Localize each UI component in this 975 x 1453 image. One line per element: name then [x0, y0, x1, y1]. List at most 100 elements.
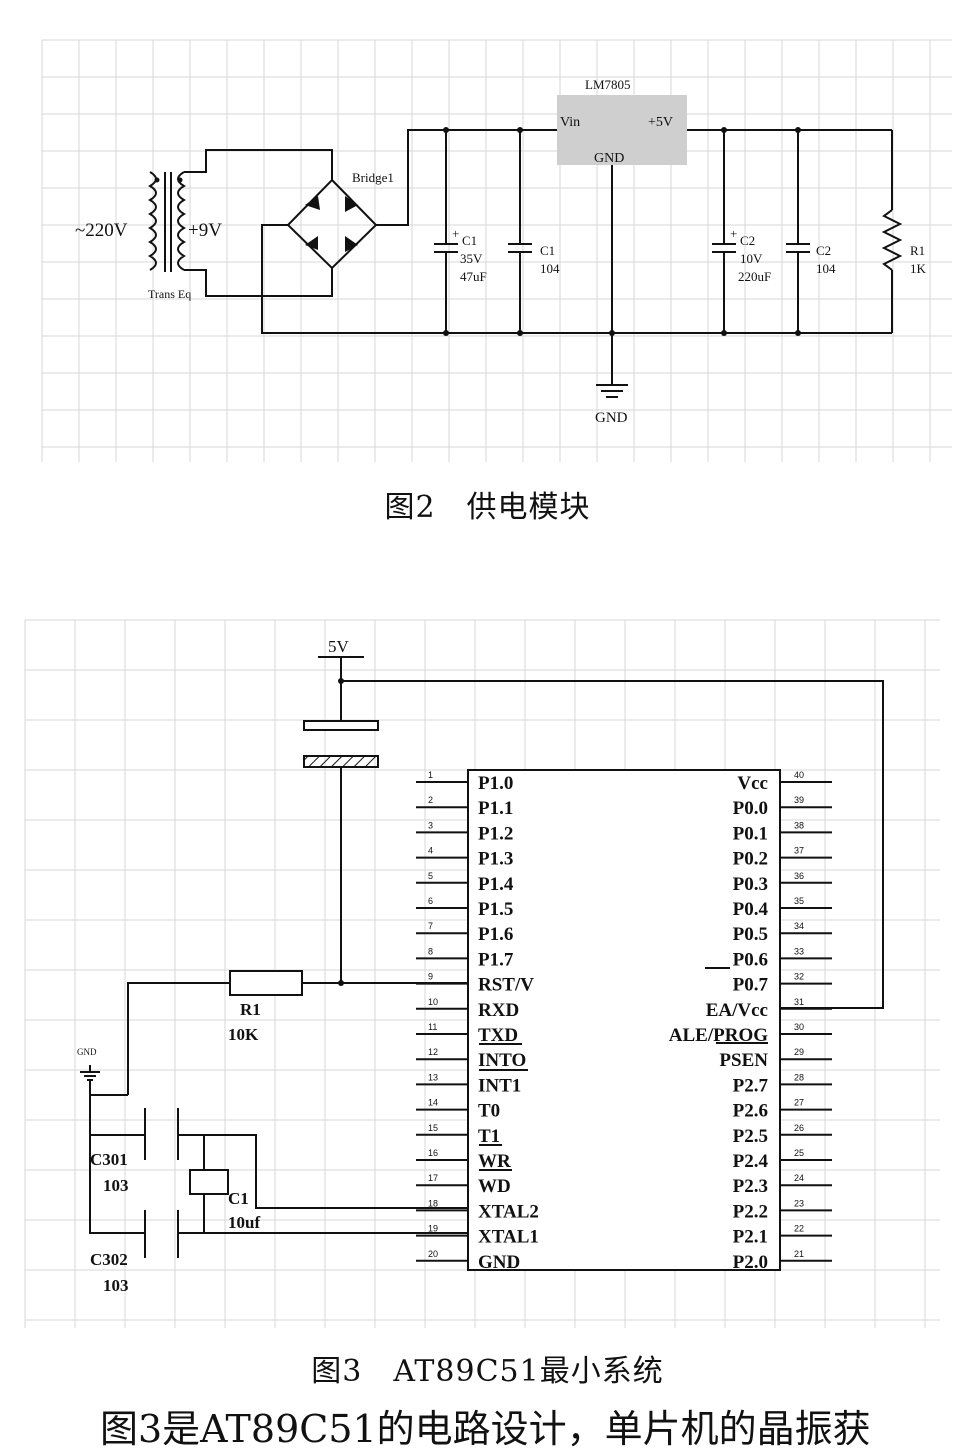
r1-value: 10K	[228, 1025, 259, 1044]
pin-number: 18	[428, 1198, 438, 1208]
pin-number: 23	[794, 1198, 804, 1208]
pin-number: 40	[794, 770, 804, 780]
pin-number: 4	[428, 846, 433, 856]
pin-number: 11	[428, 1022, 437, 1032]
figure3-caption: 图3 AT89C51最小系统	[311, 1354, 664, 1389]
at89c51-chip	[467, 769, 781, 1271]
pin-number: 35	[794, 896, 804, 906]
pin-number: 20	[428, 1249, 438, 1259]
pin-label: T1	[478, 1126, 500, 1147]
plus-sign: +	[730, 226, 737, 241]
pin-label: P1.4	[478, 874, 514, 895]
body-text: 图3是AT89C51的电路设计，单片机的晶振获	[100, 1407, 871, 1451]
pin-number: 26	[794, 1123, 804, 1133]
c2b-value: 104	[816, 261, 836, 276]
pin-number: 25	[794, 1148, 804, 1158]
pin-label: EA/Vcc	[706, 1000, 768, 1021]
pin-number: 2	[428, 795, 433, 805]
c301-name: C301	[90, 1150, 128, 1169]
pin-label: ALE/PROG	[669, 1025, 768, 1046]
c302-name: C302	[90, 1250, 128, 1269]
pin-number: 38	[794, 820, 804, 830]
pin-label: RXD	[478, 1000, 519, 1021]
pin-label: T0	[478, 1101, 500, 1122]
pin-number: 8	[428, 946, 433, 956]
pin-label: WR	[478, 1151, 511, 1172]
pin-number: 5	[428, 871, 433, 881]
ac-input-label: ~220V	[75, 220, 128, 241]
regulator-vin-label: Vin	[560, 115, 580, 130]
c302-value: 103	[103, 1276, 129, 1295]
ground-icon	[80, 1065, 100, 1081]
pin-number: 29	[794, 1047, 804, 1057]
pin-label: RST/V	[478, 975, 534, 996]
pin-number: 1	[428, 770, 433, 780]
pin-number: 13	[428, 1072, 438, 1082]
pin-number: 37	[794, 846, 804, 856]
pin-label: P2.7	[733, 1075, 769, 1096]
pin-number: 31	[794, 997, 804, 1007]
lm7805-regulator	[557, 95, 687, 165]
pin-label: P2.2	[733, 1201, 768, 1222]
pin-number: 9	[428, 972, 433, 982]
load-resistor	[881, 130, 903, 333]
regulator-gnd-label: GND	[594, 151, 624, 166]
pin-number: 36	[794, 871, 804, 881]
c1b-name: C1	[540, 243, 555, 258]
pin-label: P2.3	[733, 1176, 768, 1197]
pin-number: 14	[428, 1098, 438, 1108]
pin-label: P0.1	[733, 823, 768, 844]
crystal-circuit	[89, 1080, 468, 1258]
pin-number: 32	[794, 972, 804, 982]
pin-label: P1.2	[478, 823, 513, 844]
r1-name: R1	[240, 1000, 261, 1019]
pin-number: 34	[794, 921, 804, 931]
transformer-label: Trans Eq	[148, 287, 191, 301]
pin-label: WD	[478, 1176, 511, 1197]
pin-label: P0.5	[733, 924, 768, 945]
pin-number: 19	[428, 1224, 438, 1234]
c2a-value: 220uF	[738, 269, 771, 284]
pin-number: 15	[428, 1123, 438, 1133]
reset-circuit	[127, 656, 884, 1095]
input-capacitors	[434, 127, 532, 336]
pin-label: P1.6	[478, 924, 513, 945]
bridge-rectifier	[261, 129, 892, 334]
pin-label: XTAL1	[478, 1227, 539, 1248]
pin-label: P2.6	[733, 1101, 768, 1122]
pin-label: P2.0	[733, 1252, 768, 1273]
ground-label: GND	[595, 410, 628, 426]
chip-right-pins: 40Vcc39P0.038P0.137P0.236P0.335P0.434P0.…	[669, 770, 832, 1273]
ground-icon	[596, 384, 628, 398]
pin-label: P0.7	[733, 975, 769, 996]
pin-number: 27	[794, 1098, 804, 1108]
output-capacitors	[712, 127, 810, 336]
pin-number: 7	[428, 921, 433, 931]
pin-number: 6	[428, 896, 433, 906]
pin-label: P1.5	[478, 899, 513, 920]
c2b-name: C2	[816, 243, 831, 258]
pin-label: P0.4	[733, 899, 769, 920]
pin-number: 24	[794, 1173, 804, 1183]
pin-label: P1.1	[478, 798, 513, 819]
vcc-label: 5V	[328, 637, 350, 656]
pin-number: 30	[794, 1022, 804, 1032]
pin-number: 21	[794, 1249, 804, 1259]
regulator-out-label: +5V	[648, 115, 673, 130]
c301-value: 103	[103, 1176, 129, 1195]
pin-label: TXD	[478, 1025, 518, 1046]
pin-number: 17	[428, 1173, 438, 1183]
pin-label: P1.3	[478, 849, 513, 870]
pin-label: INT1	[478, 1075, 521, 1096]
pin-label: XTAL2	[478, 1201, 539, 1222]
pin-label: GND	[478, 1252, 520, 1273]
pin-label: INTO	[478, 1050, 526, 1071]
pin-number: 28	[794, 1072, 804, 1082]
r1-name: R1	[910, 243, 925, 258]
pin-label: P1.0	[478, 773, 513, 794]
regulator-label: LM7805	[585, 77, 631, 92]
ac-output-label: +9V	[188, 220, 222, 241]
pin-number: 22	[794, 1224, 804, 1234]
